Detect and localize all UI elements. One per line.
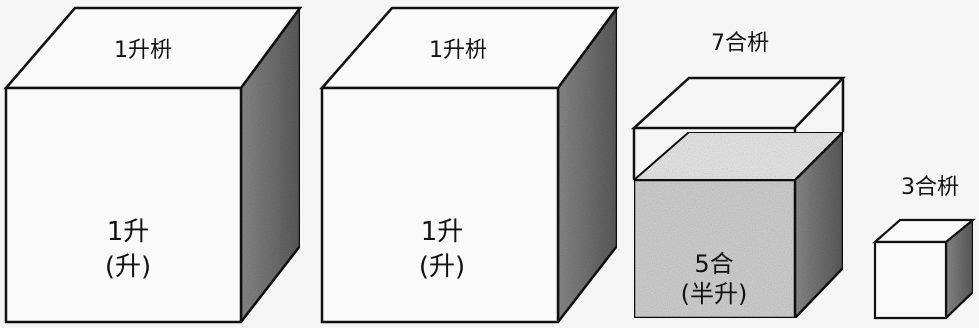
box-content-sublabel: (升) (105, 252, 151, 282)
content-front-face (632, 178, 797, 320)
box-content-sublabel: (升) (419, 252, 465, 282)
box-content-label: 1升 (107, 217, 150, 247)
box-top-label: 1升枡 (114, 38, 172, 63)
masu-box-1sho-a: 1升枡 1升 (升) (3, 4, 303, 326)
box-content-sublabel: (半升) (681, 280, 748, 308)
box-top-label: 1升枡 (429, 38, 487, 63)
box-content-label: 1升 (421, 217, 464, 247)
box-front-face (873, 240, 948, 320)
box-content-label: 5合 (694, 250, 733, 278)
masu-box-3go: 3合枡 (872, 175, 977, 321)
box-front-face (4, 86, 243, 324)
box-top-label: 3合枡 (901, 175, 959, 200)
box-front-face (320, 86, 560, 324)
masu-box-1sho-b: 1升枡 1升 (升) (319, 4, 620, 326)
box-back-rim (630, 76, 846, 130)
box-top-label: 7合枡 (711, 31, 769, 56)
masu-box-7go: 7合枡 5合 (半升) (630, 31, 846, 322)
